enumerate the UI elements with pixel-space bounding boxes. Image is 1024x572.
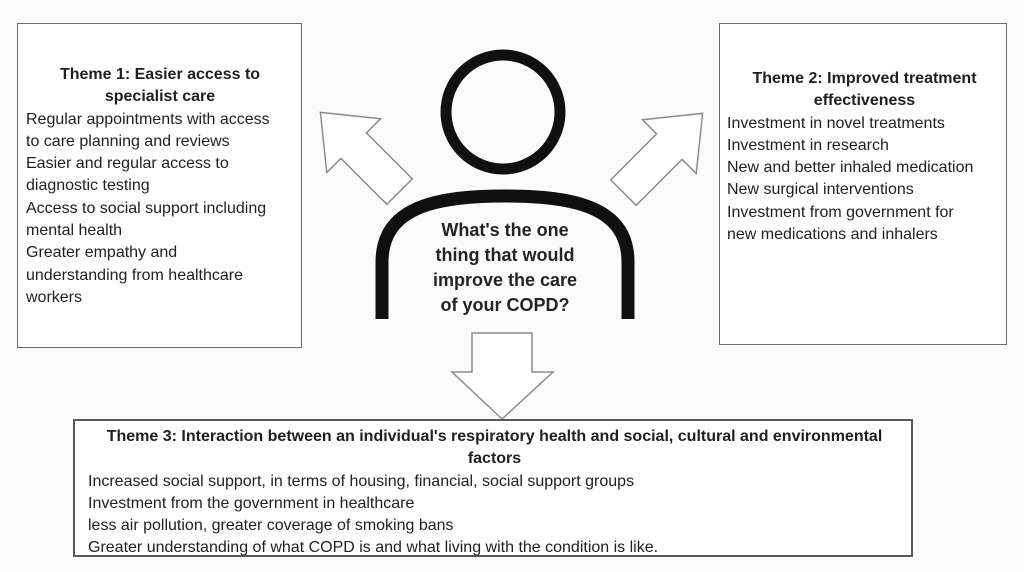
theme3-box: Theme 3: Interaction between an individu… [73, 419, 913, 557]
theme1-title: Theme 1: Easier access to specialist car… [59, 66, 261, 106]
theme2-item: Investment from government for new medic… [727, 203, 954, 244]
theme2-item: New surgical interventions [727, 181, 914, 199]
person-shoulders [375, 189, 635, 319]
theme3-item: less air pollution, greater coverage of … [88, 517, 454, 535]
theme2-title: Theme 2: Improved treatment effectivenes… [752, 70, 977, 110]
central-question: What's the one thing that would improve … [390, 218, 620, 318]
theme1-item: Access to social support including menta… [26, 199, 267, 240]
arrow-up-left-icon [319, 111, 414, 206]
question-line: of your COPD? [440, 295, 570, 315]
arrow-down-icon [450, 332, 555, 421]
theme1-box: Theme 1: Easier access to specialist car… [17, 23, 302, 348]
theme2-item: Investment in novel treatments [727, 114, 945, 132]
theme3-title: Theme 3: Interaction between an individu… [106, 428, 883, 468]
theme1-item: Easier and regular access to diagnostic … [26, 155, 229, 195]
theme2-item: Investment in research [727, 136, 889, 154]
theme1-item: Greater empathy and understanding from h… [26, 244, 244, 306]
theme3-item: Greater understanding of what COPD is an… [88, 539, 659, 557]
theme1-item: Regular appointments with access to care… [26, 110, 270, 150]
arrow-up-right-icon [609, 112, 704, 207]
theme3-item: Increased social support, in terms of ho… [88, 472, 635, 490]
theme2-box: Theme 2: Improved treatment effectivenes… [719, 23, 1007, 345]
theme2-item: New and better inhaled medication [727, 159, 974, 177]
question-line: improve the care [432, 270, 578, 290]
question-line: What's the one [441, 220, 569, 240]
theme3-item: Investment from the government in health… [88, 494, 415, 512]
person-icon [375, 49, 635, 319]
question-line: thing that would [435, 245, 575, 265]
person-head [440, 49, 566, 175]
